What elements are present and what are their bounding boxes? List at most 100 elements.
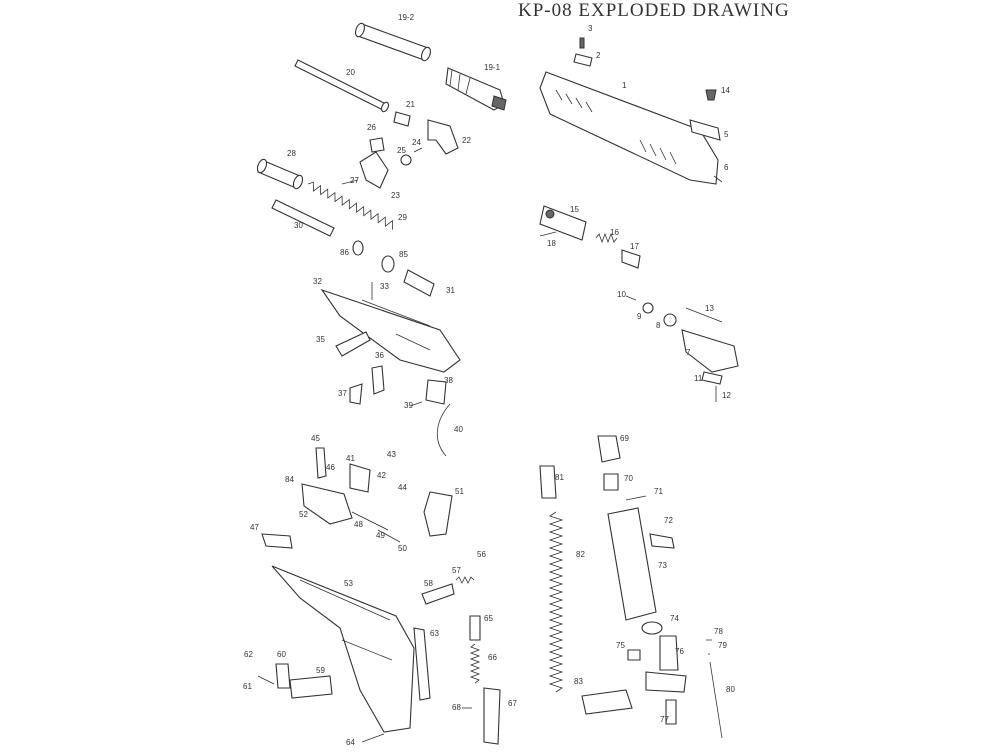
part-40-spring xyxy=(437,403,451,457)
callout-46: 46 xyxy=(326,463,335,472)
part-69 xyxy=(597,435,621,463)
part-78-79 xyxy=(706,639,712,655)
part-23-hammer xyxy=(359,151,389,189)
part-46 xyxy=(315,447,327,479)
callout-33: 33 xyxy=(380,282,389,291)
part-25 xyxy=(400,154,412,166)
callout-23: 23 xyxy=(391,191,400,200)
part-20-rod xyxy=(294,59,389,113)
part-82-spring xyxy=(548,511,564,693)
callout-51: 51 xyxy=(455,487,464,496)
part-6 xyxy=(713,175,723,183)
part-50-pin xyxy=(377,529,401,543)
callout-5: 5 xyxy=(724,130,729,139)
part-35 xyxy=(335,331,371,357)
callout-64: 64 xyxy=(346,738,355,747)
callout-22: 22 xyxy=(462,136,471,145)
callout-81: 81 xyxy=(555,473,564,482)
part-37 xyxy=(349,383,363,405)
callout-43: 43 xyxy=(387,450,396,459)
callout-6: 6 xyxy=(724,163,729,172)
callout-74: 74 xyxy=(670,614,679,623)
part-73-magazine xyxy=(607,507,657,621)
callout-9: 9 xyxy=(637,312,642,321)
callout-13: 13 xyxy=(705,304,714,313)
callout-40: 40 xyxy=(454,425,463,434)
part-71 xyxy=(625,495,647,501)
part-64-pin xyxy=(361,733,385,743)
part-76 xyxy=(659,635,679,671)
callout-62: 62 xyxy=(244,650,253,659)
part-83-baseplate xyxy=(581,689,633,715)
callout-76: 76 xyxy=(675,647,684,656)
callout-57: 57 xyxy=(452,566,461,575)
callout-36: 36 xyxy=(375,351,384,360)
callout-16: 16 xyxy=(610,228,619,237)
callout-75: 75 xyxy=(616,641,625,650)
callout-32: 32 xyxy=(313,277,322,286)
part-magazine-base xyxy=(645,671,687,693)
callout-59: 59 xyxy=(316,666,325,675)
callout-30: 30 xyxy=(294,221,303,230)
callout-48: 48 xyxy=(354,520,363,529)
callout-26: 26 xyxy=(367,123,376,132)
callout-58: 58 xyxy=(424,579,433,588)
part-2 xyxy=(573,53,593,67)
part-41 xyxy=(349,463,371,493)
part-49-pin xyxy=(351,511,389,531)
callout-53: 53 xyxy=(344,579,353,588)
part-63 xyxy=(413,627,431,701)
part-18 xyxy=(539,231,557,237)
callout-labels: 1235678910111213141516171819-119-2202122… xyxy=(243,13,735,747)
callout-52: 52 xyxy=(299,510,308,519)
callout-25: 25 xyxy=(397,146,406,155)
part-61-62 xyxy=(257,675,275,685)
callout-42: 42 xyxy=(377,471,386,480)
part-3 xyxy=(579,37,585,49)
part-47 xyxy=(261,533,293,549)
callout-49: 49 xyxy=(376,531,385,540)
callout-31: 31 xyxy=(446,286,455,295)
part-70 xyxy=(603,473,619,491)
callout-2: 2 xyxy=(596,51,601,60)
part-29-spring xyxy=(307,181,393,230)
part-28-tube xyxy=(256,158,304,190)
callout-85: 85 xyxy=(399,250,408,259)
callout-63: 63 xyxy=(430,629,439,638)
callout-68: 68 xyxy=(452,703,461,712)
callout-44: 44 xyxy=(398,483,407,492)
callout-67: 67 xyxy=(508,699,517,708)
callout-10: 10 xyxy=(617,290,626,299)
part-27 xyxy=(341,179,359,185)
callout-20: 20 xyxy=(346,68,355,77)
part-7 xyxy=(681,329,739,373)
callout-19-2: 19-2 xyxy=(398,13,415,22)
callout-27: 27 xyxy=(350,176,359,185)
callout-50: 50 xyxy=(398,544,407,553)
part-75 xyxy=(627,649,641,661)
callout-1: 1 xyxy=(622,81,627,90)
part-8 xyxy=(663,313,677,327)
part-60 xyxy=(275,663,291,689)
part-38 xyxy=(425,379,447,405)
part-57-spring xyxy=(455,576,475,584)
part-30-rod xyxy=(271,199,335,237)
callout-72: 72 xyxy=(664,516,673,525)
callout-47: 47 xyxy=(250,523,259,532)
part-39 xyxy=(409,401,423,407)
part-17 xyxy=(621,249,641,269)
part-85-washer xyxy=(381,255,395,273)
callout-61: 61 xyxy=(243,682,252,691)
callout-66: 66 xyxy=(488,653,497,662)
callout-39: 39 xyxy=(404,401,413,410)
callout-35: 35 xyxy=(316,335,325,344)
callout-45: 45 xyxy=(311,434,320,443)
callout-29: 29 xyxy=(398,213,407,222)
part-16-spring xyxy=(595,232,618,244)
callout-84: 84 xyxy=(285,475,294,484)
callout-73: 73 xyxy=(658,561,667,570)
callout-77: 77 xyxy=(660,715,669,724)
part-24 xyxy=(413,147,423,153)
